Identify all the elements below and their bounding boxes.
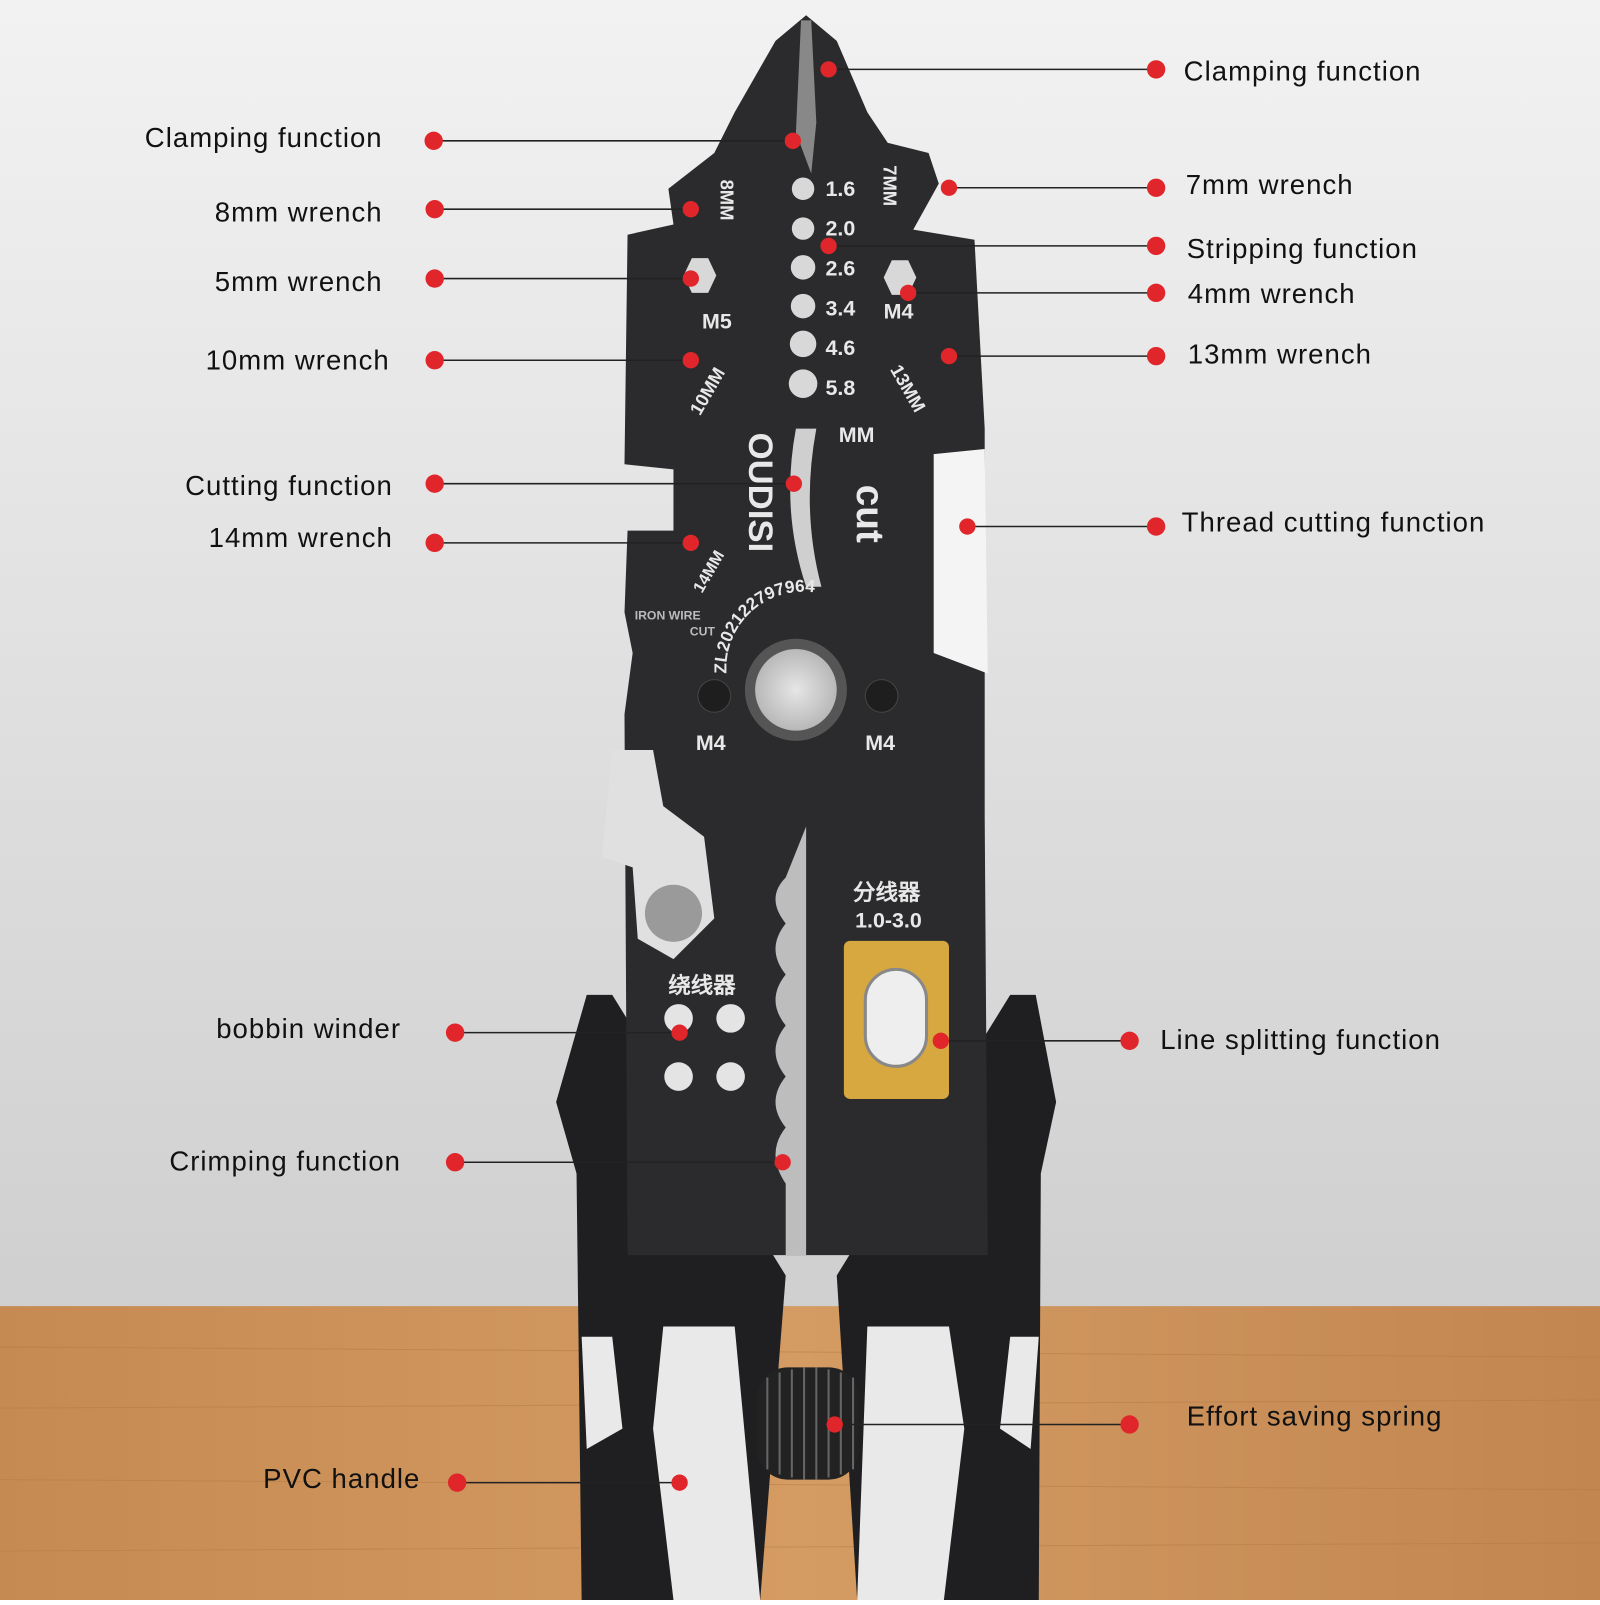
callout-dot-left-7: [445, 1153, 465, 1172]
gauge-1-6: 1.6: [826, 177, 856, 201]
callout-dot-left-8: [447, 1473, 467, 1492]
gauge-3-4: 3.4: [826, 296, 856, 320]
callout-target-dot-left-4: [785, 475, 803, 492]
thread-cutter: [933, 448, 988, 674]
callout-dot-right-4: [1146, 346, 1166, 366]
callout-label-left-6: bobbin winder: [216, 1013, 401, 1044]
m4-marking: M4: [884, 299, 914, 323]
callout-target-dot-left-6: [671, 1024, 688, 1041]
callout-label-left-5: 14mm wrench: [209, 522, 393, 553]
callout-target-dot-right-7: [826, 1416, 843, 1433]
callout-target-dot-right-0: [820, 61, 837, 78]
gauge-5-8: 5.8: [826, 376, 856, 400]
handle-left: [556, 994, 786, 1600]
callout-label-left-0: Clamping function: [145, 122, 383, 153]
m5-marking: M5: [702, 310, 732, 334]
gauge-2-0: 2.0: [826, 217, 856, 241]
callout-target-dot-right-5: [959, 518, 976, 535]
crimping-jaw: [775, 826, 807, 1256]
cutting-edge: [790, 428, 822, 587]
pivot-bolt: [755, 648, 837, 731]
callout-dot-left-5: [425, 533, 444, 553]
callout-dot-right-0: [1146, 60, 1166, 79]
callout-label-right-5: Thread cutting function: [1182, 507, 1486, 538]
callout-target-dot-left-8: [671, 1474, 688, 1491]
callout-dot-left-4: [425, 474, 444, 493]
callout-dot-right-3: [1146, 283, 1166, 303]
callout-target-dot-left-5: [682, 534, 699, 552]
winder-label: 绕线器: [668, 972, 736, 998]
callout-dot-left-1: [425, 200, 444, 219]
callout-target-dot-right-1: [940, 179, 958, 196]
callout-label-left-3: 10mm wrench: [206, 344, 390, 375]
winder-holes: [664, 1004, 745, 1091]
callout-dot-right-7: [1120, 1415, 1139, 1434]
callout-dot-left-0: [424, 131, 443, 150]
callout-target-dot-left-2: [682, 270, 699, 287]
callout-label-right-6: Line splitting function: [1160, 1024, 1441, 1055]
gauge-2-6: 2.6: [826, 257, 856, 281]
7mm-marking: 7MM: [880, 165, 901, 206]
callout-dot-right-5: [1146, 517, 1166, 536]
callout-dot-left-6: [445, 1023, 465, 1042]
8mm-marking: 8MM: [716, 180, 737, 221]
iron-wire-marking: IRON WIRE: [635, 608, 701, 622]
handle-right: [836, 994, 1057, 1600]
splitter-range: 1.0-3.0: [855, 909, 922, 933]
callouts: Clamping function 8mm wrench 5mm wrench 10m…: [145, 56, 1486, 1494]
callout-label-right-7: Effort saving spring: [1187, 1401, 1443, 1432]
m4-left-marking: M4: [696, 731, 726, 755]
callout-target-dot-right-2: [820, 237, 837, 255]
gauge-4-6: 4.6: [826, 336, 856, 360]
callout-target-dot-right-6: [932, 1032, 949, 1049]
callout-label-left-4: Cutting function: [185, 470, 393, 501]
splitter-label: 分线器: [853, 879, 921, 905]
callout-label-left-1: 8mm wrench: [215, 196, 383, 227]
spring: [757, 1367, 860, 1480]
callout-dot-left-3: [425, 351, 444, 370]
callout-label-right-3: 4mm wrench: [1188, 278, 1356, 309]
callout-label-left-8: PVC handle: [263, 1463, 420, 1494]
m4-right-marking: M4: [865, 731, 895, 755]
callout-label-right-2: Stripping function: [1187, 233, 1418, 264]
iron-wire-cut-marking: CUT: [690, 625, 716, 639]
callout-target-dot-left-0: [784, 132, 802, 149]
callout-dot-right-6: [1120, 1031, 1139, 1050]
callout-target-dot-left-1: [682, 201, 699, 218]
cut-marking: cut: [848, 485, 891, 543]
callout-label-left-7: Crimping function: [169, 1145, 401, 1176]
callout-target-dot-right-4: [940, 347, 958, 365]
gauge-unit: MM: [839, 423, 875, 447]
callout-label-right-1: 7mm wrench: [1186, 169, 1354, 200]
clamping-teeth: [795, 20, 817, 174]
callout-target-dot-right-3: [900, 284, 917, 302]
callout-dot-left-2: [425, 269, 444, 288]
brand-logo: OUDISI: [741, 433, 779, 553]
callout-label-right-0: Clamping function: [1184, 56, 1422, 87]
stripping-holes: [788, 177, 818, 398]
callout-target-dot-left-7: [774, 1154, 791, 1171]
callout-label-right-4: 13mm wrench: [1188, 338, 1372, 369]
callout-dot-right-2: [1146, 236, 1166, 256]
callout-label-left-2: 5mm wrench: [215, 266, 383, 297]
callout-target-dot-left-3: [682, 352, 699, 369]
callout-dot-right-1: [1146, 178, 1166, 197]
